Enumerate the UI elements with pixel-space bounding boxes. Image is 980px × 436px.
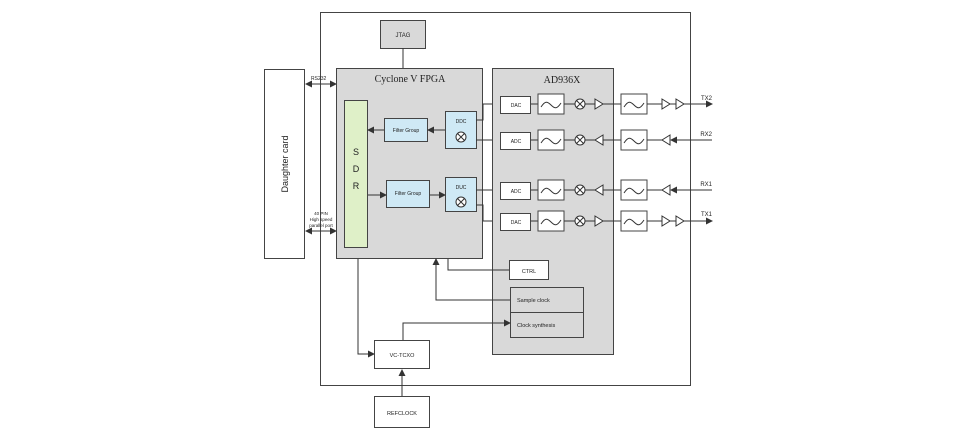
port-label-line2: High speed bbox=[310, 217, 333, 222]
amplifier-icon bbox=[675, 215, 685, 227]
lowpass-filter-icon bbox=[620, 93, 648, 115]
lowpass-filter-icon bbox=[537, 93, 565, 115]
refclock-block bbox=[374, 396, 430, 428]
sample-clock-label: Sample clock bbox=[517, 298, 550, 304]
daughter-card-block bbox=[264, 69, 305, 259]
ad936x-label: AD936X bbox=[544, 75, 581, 86]
ddc-label: DDC bbox=[456, 119, 467, 125]
mixer-icon bbox=[574, 215, 586, 227]
amplifier-icon bbox=[594, 215, 604, 227]
filter-group-rx-label: Filter Group bbox=[393, 128, 420, 134]
amplifier-icon bbox=[675, 98, 685, 110]
fpga-to-vctcxo-link bbox=[357, 259, 375, 358]
rx2-label: RX2 bbox=[700, 132, 712, 138]
rx2-chain: ADC RX2 bbox=[500, 129, 713, 151]
ctrl-link bbox=[447, 259, 509, 271]
dac-block bbox=[500, 213, 531, 231]
board-outline bbox=[320, 12, 691, 386]
adc-label: ADC bbox=[511, 139, 522, 145]
adc-block bbox=[500, 132, 531, 150]
dac-label: DAC bbox=[511, 103, 522, 109]
rx1-label: RX1 bbox=[700, 182, 712, 188]
mixer-icon bbox=[455, 196, 467, 208]
sdr-label-s: S bbox=[353, 147, 359, 157]
daughter-card-label: Daughter card bbox=[280, 135, 290, 192]
filter-group-tx-label: Filter Group bbox=[395, 191, 422, 197]
lowpass-filter-icon bbox=[620, 179, 648, 201]
adc-label: ADC bbox=[511, 189, 522, 195]
amplifier-icon bbox=[661, 98, 671, 110]
lowpass-filter-icon bbox=[537, 210, 565, 232]
dac-block bbox=[500, 96, 531, 114]
adc-block bbox=[500, 182, 531, 200]
rx1-chain: ADC RX1 bbox=[500, 179, 713, 201]
lowpass-filter-icon bbox=[620, 129, 648, 151]
amplifier-icon bbox=[661, 215, 671, 227]
sample-clock-link bbox=[432, 258, 510, 301]
fpga-label: Cyclone V FPGA bbox=[375, 74, 447, 85]
vctcxo-block bbox=[374, 340, 430, 369]
amplifier-icon bbox=[661, 184, 671, 196]
lowpass-filter-icon bbox=[620, 210, 648, 232]
filter-group-tx-block bbox=[386, 180, 430, 208]
sdr-block bbox=[344, 100, 368, 248]
clock-synthesis-link bbox=[402, 319, 511, 340]
port-label-line3: parallel port bbox=[309, 223, 333, 228]
mixer-icon bbox=[574, 134, 586, 146]
clock-synthesis-label: Clock synthesis bbox=[517, 323, 555, 329]
mixer-icon bbox=[574, 98, 586, 110]
duc-label: DUC bbox=[456, 185, 467, 191]
ctrl-label: CTRL bbox=[522, 269, 536, 275]
port-label-line1: 40 PIN bbox=[314, 211, 328, 216]
tx2-chain: DAC TX2 bbox=[500, 93, 713, 115]
refclock-label: REFCLOCK bbox=[387, 411, 417, 417]
amplifier-icon bbox=[661, 134, 671, 146]
amplifier-icon bbox=[594, 98, 604, 110]
sdr-label-r: R bbox=[353, 181, 360, 191]
tx2-label: TX2 bbox=[701, 96, 713, 102]
sdr-label-d: D bbox=[353, 164, 360, 174]
ddc-block bbox=[445, 111, 477, 149]
tx1-label: TX1 bbox=[701, 212, 713, 218]
tx1-chain: DAC TX1 bbox=[500, 210, 713, 232]
rs232-label: RS232 bbox=[311, 76, 327, 82]
lowpass-filter-icon bbox=[537, 179, 565, 201]
dac2-link bbox=[476, 204, 500, 222]
mixer-icon bbox=[455, 131, 467, 143]
ctrl-block bbox=[509, 260, 549, 280]
dac1-link bbox=[476, 103, 500, 121]
lowpass-filter-icon bbox=[537, 129, 565, 151]
vctcxo-label: VC-TCXO bbox=[390, 353, 415, 359]
jtag-label: JTAG bbox=[396, 33, 411, 39]
dac-label: DAC bbox=[511, 220, 522, 226]
mixer-icon bbox=[574, 184, 586, 196]
